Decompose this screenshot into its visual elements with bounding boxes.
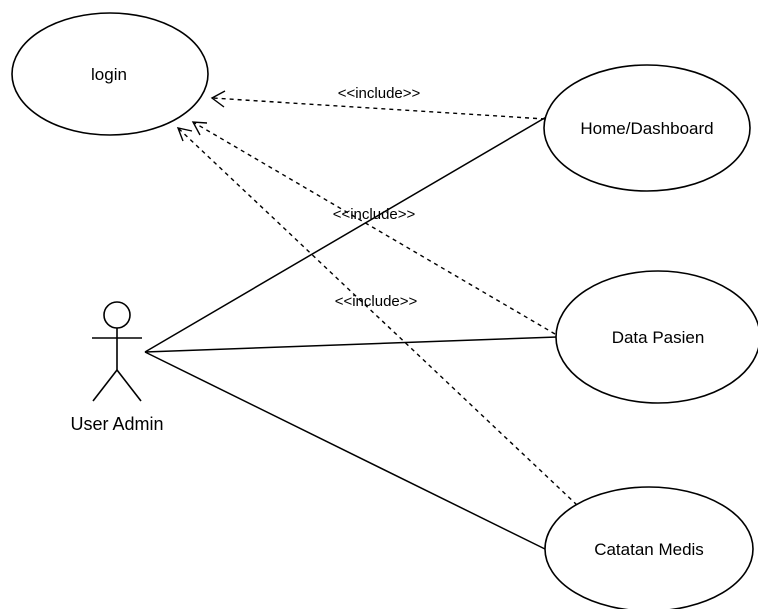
include-label-home: <<include>> [338,85,421,102]
actor-left-leg [92,369,118,402]
actor-head [103,301,131,329]
include-label-data-pasien: <<include>> [333,206,416,223]
association-data-pasien [144,336,558,353]
use-case-login-label: login [91,65,127,84]
include-arrowhead-catatan-medis [176,127,193,142]
use-case-home-dashboard: Home/Dashboard [543,64,751,192]
actor-label: User Admin [70,414,163,434]
actor-right-leg [116,369,142,402]
include-arrowhead-data-pasien [191,121,208,136]
include-arrowhead-home [210,90,226,108]
association-catatan-medis [144,351,548,551]
actor-user-admin: User Admin [70,301,164,434]
include-line-catatan-medis [177,127,578,506]
include-label-catatan-medis: <<include>> [335,293,418,310]
use-case-catatan-medis-label: Catatan Medis [594,540,704,559]
use-case-data-pasien-label: Data Pasien [612,328,705,347]
use-case-data-pasien: Data Pasien [555,270,758,404]
association-home [144,115,549,353]
use-case-home-dashboard-label: Home/Dashboard [580,119,713,138]
use-case-login: login [11,12,209,136]
use-case-catatan-medis: Catatan Medis [544,486,754,609]
include-line-data-pasien [192,121,556,335]
